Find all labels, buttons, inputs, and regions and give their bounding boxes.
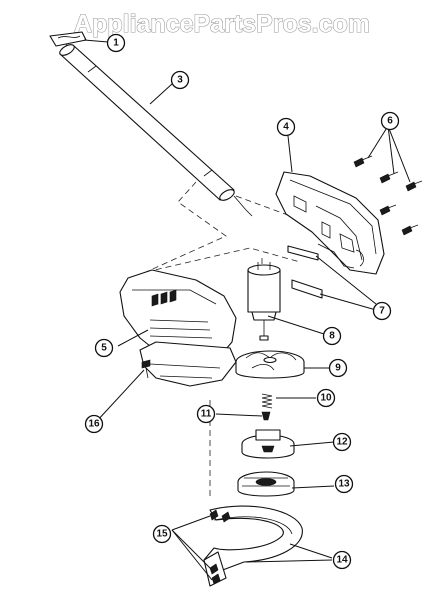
- part-13-cutting-spool: [237, 471, 295, 497]
- part-10-spring: [261, 393, 273, 409]
- callout-label: 16: [88, 419, 100, 430]
- callout-10: 10: [316, 388, 336, 408]
- part-12-spool-hub: [241, 429, 295, 459]
- callout-13: 13: [334, 474, 354, 494]
- callout-15: 15: [152, 524, 172, 544]
- part-14-guard: [203, 505, 303, 587]
- callout-label: 3: [177, 75, 183, 86]
- part-5-housing-shell: [119, 269, 237, 387]
- callout-label: 1: [113, 38, 119, 49]
- callout-label: 11: [201, 409, 212, 420]
- callout-16: 16: [84, 414, 104, 434]
- callout-9: 9: [328, 358, 348, 378]
- watermark: AppliancePartsPros.com: [74, 10, 370, 38]
- callout-label: 4: [283, 122, 289, 133]
- part-8-motor: [247, 262, 281, 341]
- callout-6: 6: [380, 111, 400, 131]
- callout-3: 3: [170, 70, 190, 90]
- part-16-screw: [141, 359, 151, 379]
- callout-4: 4: [276, 117, 296, 137]
- callout-label: 10: [320, 393, 332, 404]
- callout-label: 14: [336, 555, 348, 566]
- callout-label: 7: [379, 306, 385, 317]
- callout-label: 5: [101, 343, 107, 354]
- part-3-shaft-tube: [59, 44, 253, 217]
- part-7-brackets: [287, 245, 323, 299]
- leader-lines: [83, 39, 411, 581]
- callout-7: 7: [372, 301, 392, 321]
- callout-label: 8: [329, 331, 335, 342]
- callout-8: 8: [322, 326, 342, 346]
- callout-label: 13: [338, 479, 350, 490]
- callout-1: 1: [106, 33, 126, 53]
- callout-5: 5: [94, 338, 114, 358]
- part-4-motor-housing-half: [275, 171, 385, 275]
- part-9-fan: [235, 350, 305, 379]
- callout-label: 6: [387, 116, 393, 127]
- callout-label: 12: [336, 437, 348, 448]
- callout-label: 9: [335, 363, 341, 374]
- callout-label: 15: [156, 529, 168, 540]
- part-11-pin: [261, 411, 271, 421]
- part-15-screws: [209, 509, 231, 585]
- part-6-screws: [353, 155, 423, 236]
- callout-14: 14: [332, 550, 352, 570]
- callout-12: 12: [332, 432, 352, 452]
- callout-11: 11: [196, 404, 216, 424]
